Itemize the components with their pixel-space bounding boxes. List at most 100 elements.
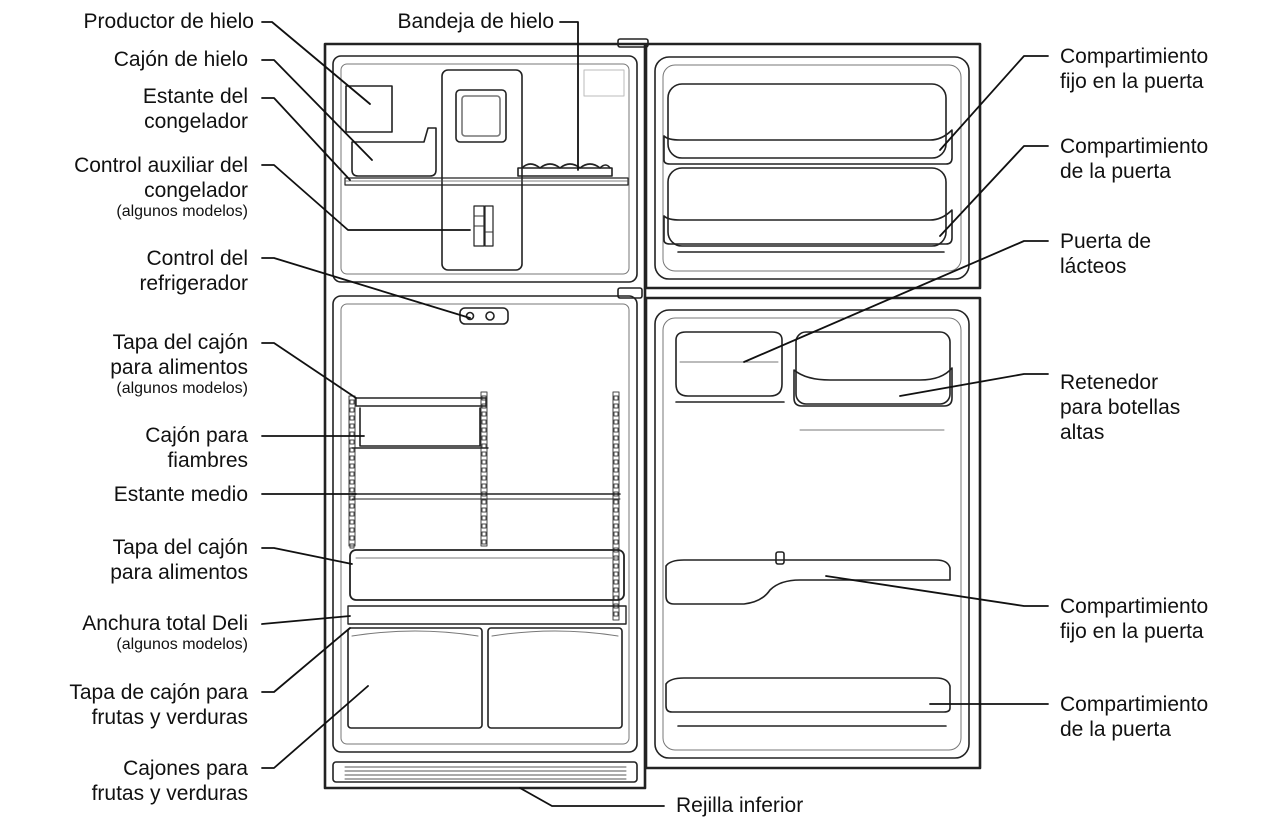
rail-slot	[481, 515, 487, 521]
rail-slot	[481, 499, 487, 505]
rail-slot	[349, 527, 355, 533]
rail-slot	[613, 587, 619, 593]
rail-slot	[481, 459, 487, 465]
label-cajon-fiambres: Cajón para fiambres	[145, 423, 248, 473]
label-text: altas	[1060, 421, 1105, 444]
label-text: Productor de hielo	[83, 10, 254, 33]
freezer-internals	[344, 69, 629, 271]
label-text: de la puerta	[1060, 718, 1171, 741]
label-text: para alimentos	[110, 561, 248, 584]
label-tapa-cajon-1: Tapa del cajón para alimentos (algunos m…	[110, 330, 248, 398]
rail-slot	[481, 523, 487, 529]
label-text: Rejilla inferior	[676, 794, 804, 817]
rail-slot	[349, 519, 355, 525]
leader-productor-hielo	[261, 21, 371, 105]
leader-comp-fijo-puerta-1	[939, 55, 1049, 151]
rail-slot	[613, 467, 619, 473]
label-puerta-lacteos: Puerta de lácteos	[1060, 229, 1151, 279]
label-text: Cajones para	[123, 757, 248, 780]
rail-slot	[349, 463, 355, 469]
leader-anchura-deli	[261, 615, 351, 625]
label-control-refrigerador: Control del refrigerador	[139, 246, 248, 296]
label-text: fijo en la puerta	[1060, 70, 1204, 93]
label-text: fiambres	[167, 449, 248, 472]
leader-lines	[261, 21, 1049, 807]
label-text: Cajón de hielo	[113, 48, 248, 71]
rail-slot	[349, 487, 355, 493]
rail-slot	[613, 571, 619, 577]
rail-slot	[349, 543, 355, 549]
leader-control-auxiliar	[261, 164, 471, 231]
label-text: refrigerador	[139, 272, 248, 295]
rail-slot	[613, 435, 619, 441]
leader-cajon-hielo	[261, 59, 373, 161]
rail-slot	[349, 471, 355, 477]
label-anchura-deli: Anchura total Deli (algunos modelos)	[82, 611, 248, 654]
label-productor-hielo: Productor de hielo	[84, 9, 254, 34]
doors	[644, 42, 982, 770]
label-comp-puerta-2: Compartimiento de la puerta	[1060, 692, 1208, 742]
rail-slot	[613, 475, 619, 481]
label-retenedor: Retenedor para botellas altas	[1060, 370, 1180, 445]
rail-slot	[481, 475, 487, 481]
label-estante-congelador: Estante del congelador	[143, 84, 248, 134]
rail-slot	[613, 499, 619, 505]
label-text: Tapa de cajón para	[69, 681, 248, 704]
rail-slot	[613, 419, 619, 425]
label-text: para alimentos	[110, 356, 248, 379]
label-text: Puerta de	[1060, 230, 1152, 253]
label-comp-fijo-puerta-1: Compartimiento fijo en la puerta	[1060, 44, 1208, 94]
label-text: Estante del	[142, 85, 248, 108]
label-text: Retenedor	[1060, 371, 1159, 394]
rail-slot	[613, 563, 619, 569]
label-note: (algunos modelos)	[116, 203, 248, 220]
shelf-rail	[612, 391, 620, 621]
label-note: (algunos modelos)	[116, 636, 248, 653]
rail-slot	[613, 539, 619, 545]
leader-tapa-cajon-2	[261, 547, 353, 565]
label-tapa-cajon-2: Tapa del cajón para alimentos	[110, 535, 248, 585]
rail-slot	[613, 459, 619, 465]
label-text: para botellas	[1060, 396, 1181, 419]
rail-slot	[613, 451, 619, 457]
rail-slot	[349, 535, 355, 541]
label-comp-puerta-1: Compartimiento de la puerta	[1060, 134, 1208, 184]
label-rejilla-inferior: Rejilla inferior	[676, 793, 803, 818]
label-text: Control auxiliar del	[74, 154, 248, 177]
rail-slot	[481, 483, 487, 489]
leader-bandeja-hielo	[559, 21, 579, 171]
rail-slot	[481, 507, 487, 513]
rail-slot	[613, 531, 619, 537]
rail-slot	[613, 427, 619, 433]
fresh-food-internals	[347, 307, 627, 729]
rail-slot	[481, 411, 487, 417]
leader-control-refrigerador	[261, 257, 471, 319]
label-text: fijo en la puerta	[1060, 620, 1204, 643]
shelf-rail	[480, 391, 488, 547]
label-text: Compartimiento	[1060, 45, 1209, 68]
rail-slot	[481, 435, 487, 441]
rail-slot	[349, 423, 355, 429]
leader-comp-fijo-puerta-2	[825, 575, 1049, 607]
rail-slot	[481, 467, 487, 473]
leader-tapa-cajon-1	[261, 342, 357, 399]
rail-slot	[349, 455, 355, 461]
rail-slot	[481, 531, 487, 537]
rail-slot	[613, 483, 619, 489]
label-text: Tapa del cajón	[112, 536, 248, 559]
rail-slot	[349, 495, 355, 501]
leader-puerta-lacteos	[743, 240, 1049, 363]
rail-slot	[349, 503, 355, 509]
label-text: Anchura total Deli	[82, 612, 248, 635]
label-text: Compartimiento	[1060, 693, 1209, 716]
rail-slot	[613, 611, 619, 617]
rail-slot	[613, 395, 619, 401]
rail-slot	[349, 439, 355, 445]
leader-estante-congelador	[261, 97, 351, 181]
rail-slot	[349, 511, 355, 517]
label-estante-medio: Estante medio	[114, 482, 248, 507]
label-text: frutas y verduras	[91, 782, 248, 805]
rail-slot	[349, 399, 355, 405]
rail-slot	[613, 523, 619, 529]
